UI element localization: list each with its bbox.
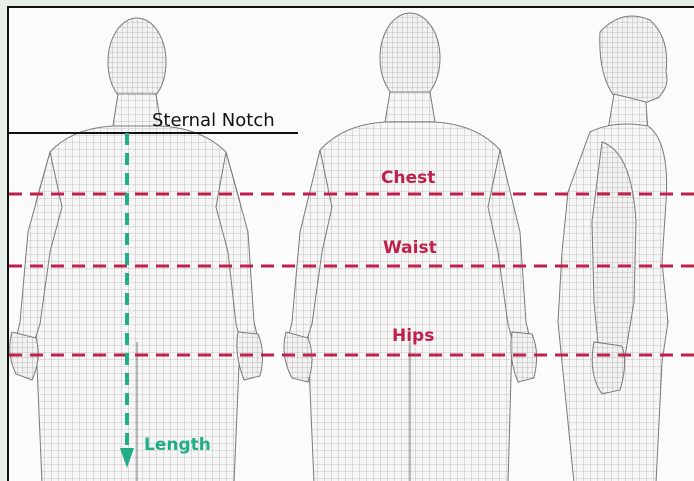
front-torso	[32, 126, 244, 481]
diagram-panel: Sternal Notch Chest Waist Hips Length	[7, 6, 694, 481]
chest-label: Chest	[381, 168, 435, 188]
back-hand-right	[511, 332, 537, 382]
back-hand-left	[284, 332, 312, 382]
length-label: Length	[144, 435, 211, 455]
side-head	[600, 16, 667, 104]
front-view-figure	[10, 18, 263, 481]
body-measurement-figure	[9, 8, 694, 481]
hips-label: Hips	[392, 326, 434, 346]
front-head	[108, 18, 166, 106]
sternal-notch-label: Sternal Notch	[152, 110, 275, 131]
waist-label: Waist	[383, 238, 437, 258]
side-view-figure	[558, 16, 668, 481]
back-head	[380, 13, 440, 103]
side-hand	[592, 342, 624, 394]
